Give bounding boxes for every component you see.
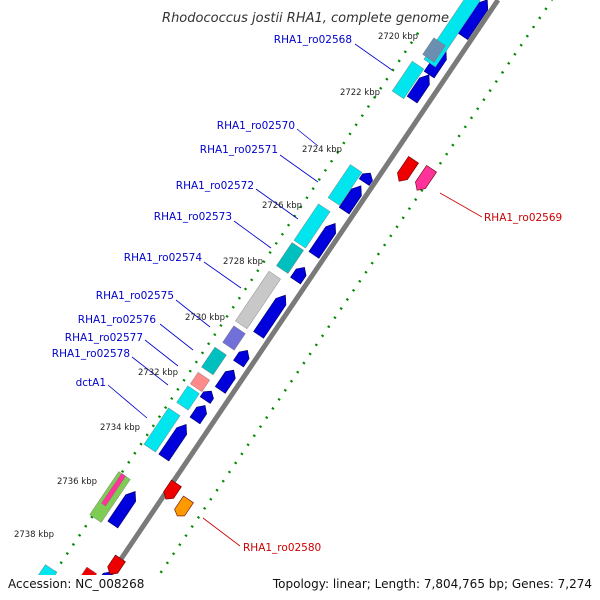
gene-label[interactable]: RHA1_ro02574 [124, 252, 203, 264]
forward-leader-lines [107, 43, 393, 419]
reverse-gene-labels: RHA1_ro02569 RHA1_ro02580 [243, 212, 562, 554]
gene-color-blocks [22, 0, 481, 575]
gene-label[interactable]: RHA1_ro02570 [217, 120, 295, 132]
gene-label[interactable]: RHA1_ro02580 [243, 542, 321, 554]
gene-label[interactable]: RHA1_ro02568 [274, 34, 352, 46]
gene-label[interactable]: dctA1 [76, 377, 106, 389]
forward-gene-labels: RHA1_ro02568 RHA1_ro02570 RHA1_ro02571 R… [52, 34, 352, 389]
gene-label[interactable]: RHA1_ro02576 [78, 314, 157, 326]
tick-label: 2736 kbp [57, 477, 97, 487]
tick-label: 2734 kbp [100, 423, 140, 433]
tick-label: 2738 kbp [14, 530, 54, 540]
tick-label: 2720 kbp [378, 32, 418, 42]
gene-label[interactable]: RHA1_ro02573 [154, 211, 232, 223]
tick-label: 2726 kbp [262, 201, 302, 211]
tick-label: 2724 kbp [302, 145, 342, 155]
genome-backbone [107, 0, 501, 575]
genome-summary: Topology: linear; Length: 7,804,765 bp; … [272, 577, 592, 591]
gene-label[interactable]: RHA1_ro02577 [65, 332, 143, 344]
tick-label: 2722 kbp [340, 88, 380, 98]
forward-strand-arrows [95, 0, 489, 575]
gene-label[interactable]: RHA1_ro02575 [96, 290, 174, 302]
tick-label: 2728 kbp [223, 257, 263, 267]
tick-rail-outer [51, 29, 422, 575]
tick-label: 2732 kbp [138, 368, 178, 378]
gene-label[interactable]: RHA1_ro02572 [176, 180, 254, 192]
gene-label[interactable]: RHA1_ro02569 [484, 212, 562, 224]
map-title: Rhodococcus jostii RHA1, complete genome [162, 11, 449, 26]
reverse-leader-lines [202, 192, 483, 547]
kbp-tick-labels: 2720 kbp 2722 kbp 2724 kbp 2726 kbp 2728… [14, 32, 418, 540]
accession-text: Accession: NC_008268 [8, 577, 145, 591]
tick-label: 2730 kbp [185, 313, 225, 323]
tick-rail-reverse [157, 0, 554, 575]
reverse-strand-arrows [107, 155, 437, 575]
gene-label[interactable]: RHA1_ro02578 [52, 348, 130, 360]
gene-label[interactable]: RHA1_ro02571 [200, 144, 278, 156]
